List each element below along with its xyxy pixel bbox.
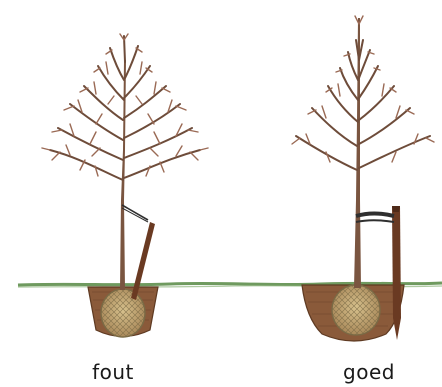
tree-left [42, 34, 208, 290]
root-ball-left [101, 289, 145, 337]
root-ball-right [332, 285, 380, 335]
caption-wrong: fout [53, 360, 173, 384]
tree-tie-left [122, 205, 148, 222]
tree-right [292, 16, 434, 288]
caption-correct: goed [309, 360, 429, 384]
tree-tie-right [356, 213, 394, 222]
stake-right [392, 206, 401, 340]
